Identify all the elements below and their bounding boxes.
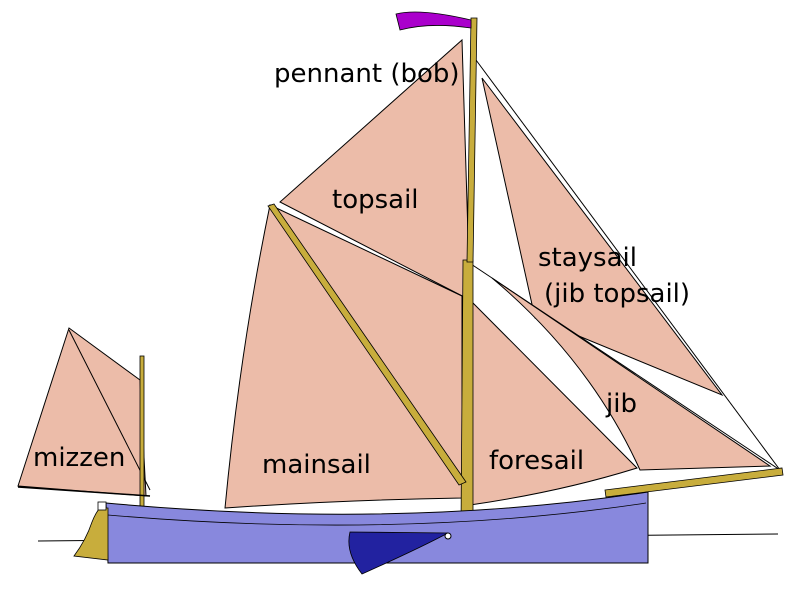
topmast [466,17,478,263]
pennant-flag [395,11,472,31]
stern-post [97,501,107,511]
bowsprit [604,467,784,498]
centreboard-pivot [444,532,452,540]
mizzen-gaff [68,329,151,491]
label-topsail: topsail [332,185,419,215]
foresail [469,298,638,506]
label-mizzen: mizzen [33,443,125,473]
mizzen-boom [17,486,151,497]
stern [73,507,109,561]
label-mainsail: mainsail [262,450,371,480]
jib [491,277,772,471]
topsail [279,38,471,301]
label-jib: jib [605,389,637,419]
fore-stay [467,261,781,471]
label-staysail-sub: (jib topsail) [544,279,690,309]
mizzen-mast [139,355,145,513]
label-foresail: foresail [489,446,584,476]
sprit [267,203,467,486]
sheer-line [107,502,647,526]
label-pennant: pennant (bob) [274,59,460,89]
main-mast [460,259,474,528]
mainsail [224,204,463,509]
centreboard [348,531,449,575]
topmast-stay [475,59,781,471]
label-staysail: staysail [538,243,637,273]
staysail [481,77,724,397]
hull [105,491,649,564]
